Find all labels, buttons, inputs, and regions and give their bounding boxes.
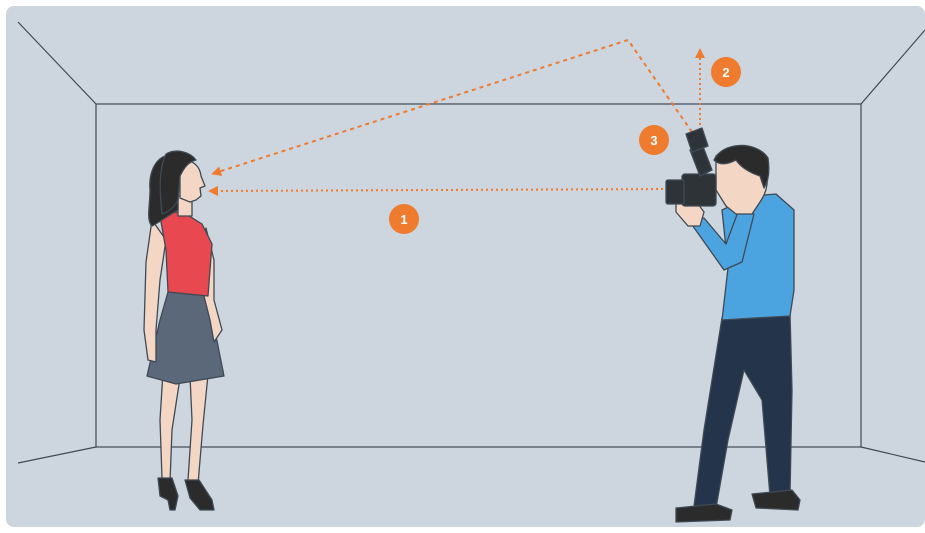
- camera-body: [682, 174, 716, 206]
- badge-direct-light: 1: [389, 204, 419, 234]
- badge-flash-bounce: 3: [639, 125, 669, 155]
- badge-flash-bounce-label: 3: [650, 133, 657, 148]
- camera-lens: [666, 180, 684, 204]
- photographer-shoes: [676, 504, 732, 522]
- badge-flash-up-label: 2: [722, 65, 729, 80]
- badge-direct-light-label: 1: [400, 212, 407, 227]
- badge-flash-up: 2: [711, 57, 741, 87]
